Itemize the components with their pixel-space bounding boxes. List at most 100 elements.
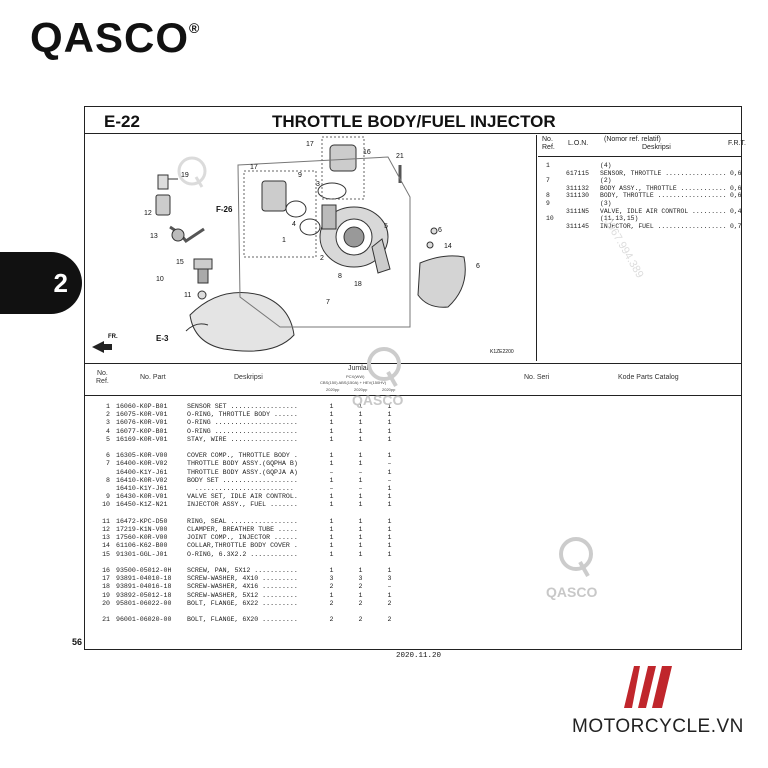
parts-cell-desc: JOINT COMP., INJECTOR ...... — [187, 534, 298, 542]
parts-cell-ref: 16 — [102, 567, 110, 574]
parts-cell-qty: 1 — [387, 526, 392, 533]
parts-cell-part: 93891-04016-18 — [116, 583, 172, 591]
parts-cell-qty: 1 — [329, 567, 334, 574]
parts-head-variants: CBS(150) ABS(150A) + HEV(150HV) — [320, 380, 387, 385]
parts-cell-qty: 1 — [329, 452, 334, 460]
parts-cell-qty: – — [329, 468, 334, 476]
ref-head-divider — [538, 156, 742, 157]
ref-cell-ref: 7 — [546, 177, 550, 185]
parts-cell-qty: 2 — [358, 599, 363, 607]
part-12-clamper — [155, 194, 171, 216]
parts-cell-qty: 1 — [358, 550, 363, 558]
ref-cell-desc: (11,13,15) — [600, 215, 639, 223]
parts-cell-qty: 1 — [387, 542, 392, 550]
ref-head-desc-top: (Nomor ref. relatif) — [604, 136, 661, 143]
ref-cell-lon: 311132 — [566, 184, 590, 192]
ref-head-frt: F.R.T. — [728, 140, 746, 147]
brand-mark: ® — [189, 20, 201, 36]
parts-cell-part: 16410-K0R-V02 — [116, 476, 168, 484]
parts-cell-desc: BODY SET ................... — [187, 476, 298, 484]
callout-6: 6 — [476, 263, 480, 270]
parts-cell-ref: 3 — [106, 419, 110, 427]
parts-cell-qty: 1 — [358, 460, 363, 468]
callout-21: 21 — [396, 153, 404, 160]
callout-5: 5 — [384, 223, 388, 230]
parts-cell-qty: 1 — [387, 411, 392, 419]
parts-cell-desc: COVER COMP., THROTTLE BODY . — [187, 452, 298, 460]
callout-16: 6 — [438, 227, 442, 234]
callout-9: 9 — [298, 172, 302, 179]
parts-cell-qty: 1 — [329, 501, 334, 509]
brand-name: QASCO — [30, 14, 190, 61]
parts-cell-part: 16077-K0P-B01 — [116, 427, 168, 435]
parts-cell-qty: 1 — [329, 411, 334, 419]
parts-cell-ref: 9 — [106, 493, 110, 501]
front-label: FR. — [108, 334, 118, 340]
header-divider — [84, 133, 742, 134]
parts-cell-ref: 19 — [102, 591, 110, 599]
ref-cell-ref: 10 — [546, 215, 554, 223]
parts-cell-desc: COLLAR,THROTTLE BODY COVER . — [187, 542, 298, 550]
parts-cell-ref: 12 — [102, 526, 110, 533]
parts-cell-desc: BOLT, FLANGE, 6X22 ......... — [187, 599, 298, 607]
parts-cell-qty: 1 — [329, 403, 334, 410]
watermark-q-icon — [559, 537, 593, 577]
parts-cell-desc: STAY, WIRE ................. — [187, 435, 298, 443]
parts-cell-ref: 15 — [102, 550, 110, 558]
parts-cell-part: 95801-06022-00 — [116, 599, 172, 607]
ref-cell-desc: SENSOR, THROTTLE ................ — [600, 169, 727, 177]
parts-cell-qty: – — [387, 460, 392, 468]
parts-head-desc: Deskripsi — [234, 374, 263, 381]
parts-cell-part: 16075-K0R-V01 — [116, 411, 168, 419]
parts-head-no: No. Ref. — [96, 370, 109, 385]
parts-cell-ref: 18 — [102, 583, 110, 591]
parts-head-model: PCX(WW) — [346, 374, 365, 379]
ref-cell-lon: 617115 — [566, 169, 590, 177]
parts-cell-qty: 1 — [358, 517, 363, 525]
section-tab-number: 2 — [53, 267, 68, 298]
part-1-sensor — [261, 180, 287, 212]
parts-cell-qty: 1 — [329, 493, 334, 501]
ref-cell-lon: 311130 — [566, 192, 590, 200]
parts-row — [92, 444, 404, 452]
parts-cell-part: 16450-K1Z-N21 — [116, 501, 168, 509]
parts-cell-qty: 1 — [387, 501, 392, 509]
parts-table-header: No. Ref. No. Part Deskripsi Jumlah PCX(W… — [84, 365, 742, 395]
parts-cell-desc: O-RING ..................... — [187, 427, 298, 435]
parts-cell-qty: – — [358, 468, 363, 476]
parts-header-divider — [84, 395, 742, 396]
parts-cell-qty: 1 — [358, 435, 363, 443]
section-title: THROTTLE BODY/FUEL INJECTOR — [272, 112, 556, 131]
parts-cell-ref: 17 — [102, 575, 110, 583]
parts-cell-part: 93892-05012-18 — [116, 591, 172, 599]
ref-row: 1(4) — [538, 162, 742, 170]
parts-cell-part: 91301-GGL-J01 — [116, 550, 168, 558]
parts-cell-part: 17560-K0R-V00 — [116, 534, 168, 542]
parts-cell-ref: 5 — [106, 435, 110, 443]
parts-cell-desc: SCREW-WASHER, 4X16 ......... — [187, 583, 298, 591]
parts-cell-part: 16060-K0P-B01 — [116, 403, 168, 410]
watermark-q-icon-center — [367, 347, 401, 387]
ref-cell-frt: 0,6 — [730, 169, 742, 177]
parts-cell-part: 16472-KPC-D50 — [116, 517, 168, 525]
parts-head-catalog: Kode Parts Catalog — [618, 374, 679, 381]
parts-cell-ref: 2 — [106, 411, 110, 419]
parts-head-year-2: 2020pp — [354, 387, 368, 392]
parts-cell-qty: 1 — [387, 452, 392, 460]
callout-14: 14 — [444, 243, 452, 250]
parts-cell-qty: 1 — [358, 534, 363, 542]
callout-13: 13 — [150, 233, 158, 240]
parts-cell-qty: 1 — [358, 419, 363, 427]
parts-cell-qty: 1 — [358, 452, 363, 460]
